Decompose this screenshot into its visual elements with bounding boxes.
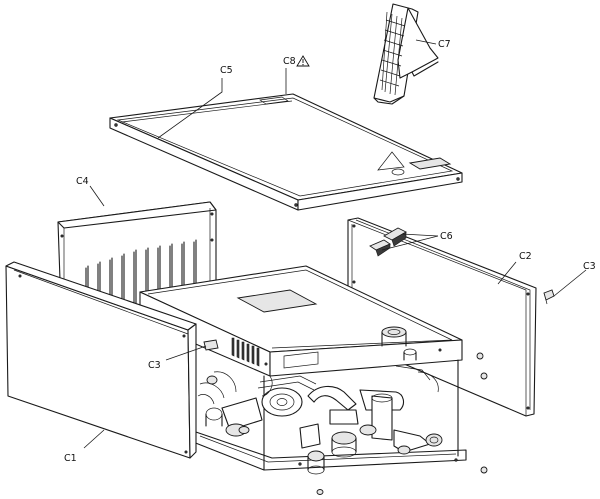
label-c6: C6 xyxy=(440,231,453,242)
heater-body xyxy=(139,265,463,377)
internal-piping xyxy=(197,352,488,495)
leader-c4 xyxy=(89,185,105,207)
label-c3-left: C3 xyxy=(148,360,161,371)
leader-c7 xyxy=(415,39,437,45)
leader-c2 xyxy=(497,261,517,285)
part-c5-top-cover xyxy=(109,93,463,211)
part-c3-clip-right xyxy=(543,289,555,305)
label-c2: C2 xyxy=(519,251,532,262)
callout-labels: C1 C2 C3 C3 C4 C5 C6 C7 C8 xyxy=(64,39,596,464)
leader-c6-a xyxy=(401,233,439,237)
label-c7: C7 xyxy=(438,39,451,50)
leader-c3-right xyxy=(553,269,587,297)
label-c8: C8 xyxy=(283,56,296,67)
leader-c6-b xyxy=(381,235,439,251)
label-c4: C4 xyxy=(76,176,89,187)
part-c3-bracket-left xyxy=(203,339,219,351)
part-c1-left-panel xyxy=(5,261,197,459)
part-c7-flue-hood xyxy=(373,3,439,105)
vent-grille xyxy=(231,337,260,367)
leader-lines xyxy=(83,39,587,449)
leader-c1 xyxy=(83,429,105,449)
label-c3-right: C3 xyxy=(583,261,596,272)
leader-c5 xyxy=(157,78,223,139)
warning-triangle-icon xyxy=(296,55,310,67)
label-c5: C5 xyxy=(220,65,233,76)
label-c1: C1 xyxy=(64,453,77,464)
leader-c3-left xyxy=(165,345,207,361)
